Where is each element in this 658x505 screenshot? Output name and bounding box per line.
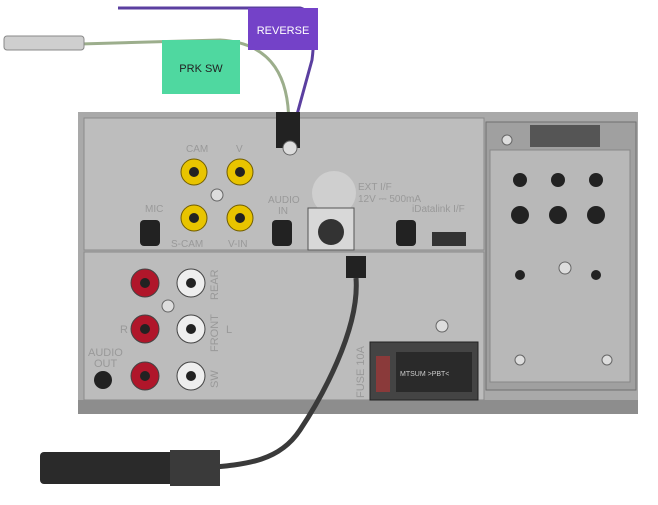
- audio-out-jack: [94, 371, 112, 389]
- label-v-in: V-IN: [228, 239, 247, 250]
- reverse-tag: [248, 8, 318, 50]
- harness-pins: [396, 352, 472, 392]
- label-audio-out-2: OUT: [94, 358, 118, 370]
- antenna-plug-grip: [170, 450, 220, 486]
- heatsink-holes: [511, 173, 605, 280]
- label-ext-if-power: 12V ⎓ 500mA: [358, 194, 421, 205]
- screw-icon: [210, 188, 224, 202]
- label-rear: REAR: [209, 269, 221, 300]
- label-v: V: [236, 144, 243, 155]
- ext-if-mount: [312, 171, 356, 215]
- label-l: L: [226, 324, 232, 336]
- label-mic: MIC: [145, 204, 163, 215]
- audio-in-jack: [272, 220, 292, 246]
- label-ext-if: EXT I/F: [358, 182, 392, 193]
- label-audio-in: AUDIO: [268, 195, 300, 206]
- screw-icon: [601, 354, 613, 366]
- screw-icon: [161, 299, 175, 313]
- fuse: [376, 356, 390, 392]
- parking-tag: [162, 40, 240, 94]
- reverse-tag-label: REVERSE: [257, 25, 310, 37]
- wire-terminal: [3, 35, 85, 51]
- antenna-port: [346, 256, 366, 278]
- label-front: FRONT: [209, 314, 221, 352]
- label-fuse: FUSE 10A: [355, 345, 367, 398]
- mic-jack: [140, 220, 160, 246]
- antenna-plug: [40, 452, 210, 484]
- bottom-rail: [78, 400, 638, 414]
- antenna-cable: [199, 277, 359, 471]
- parking-tag-label: PRK SW: [179, 63, 223, 75]
- idatalink-jack: [396, 220, 416, 246]
- label-audio-out: AUDIO: [88, 347, 123, 359]
- label-r: R: [120, 324, 128, 336]
- screw-icon: [435, 319, 449, 333]
- fan: [530, 125, 600, 147]
- screw-icon: [501, 134, 513, 146]
- label-audio-in-2: IN: [278, 206, 288, 217]
- rca-jacks-video: [180, 158, 254, 232]
- rca-jacks-audio: [130, 268, 206, 391]
- label-s-cam: S-CAM: [171, 239, 203, 250]
- label-idatalink: iDatalink I/F: [412, 204, 465, 215]
- screw-icon: [282, 140, 298, 156]
- ext-if-port: [318, 219, 344, 245]
- label-sw: SW: [209, 370, 221, 388]
- label-connector: MTSUM >PBT<: [400, 371, 449, 378]
- screw-icon: [558, 261, 572, 275]
- label-cam: CAM: [186, 144, 208, 155]
- idatalink-port: [432, 232, 466, 246]
- screw-icon: [514, 354, 526, 366]
